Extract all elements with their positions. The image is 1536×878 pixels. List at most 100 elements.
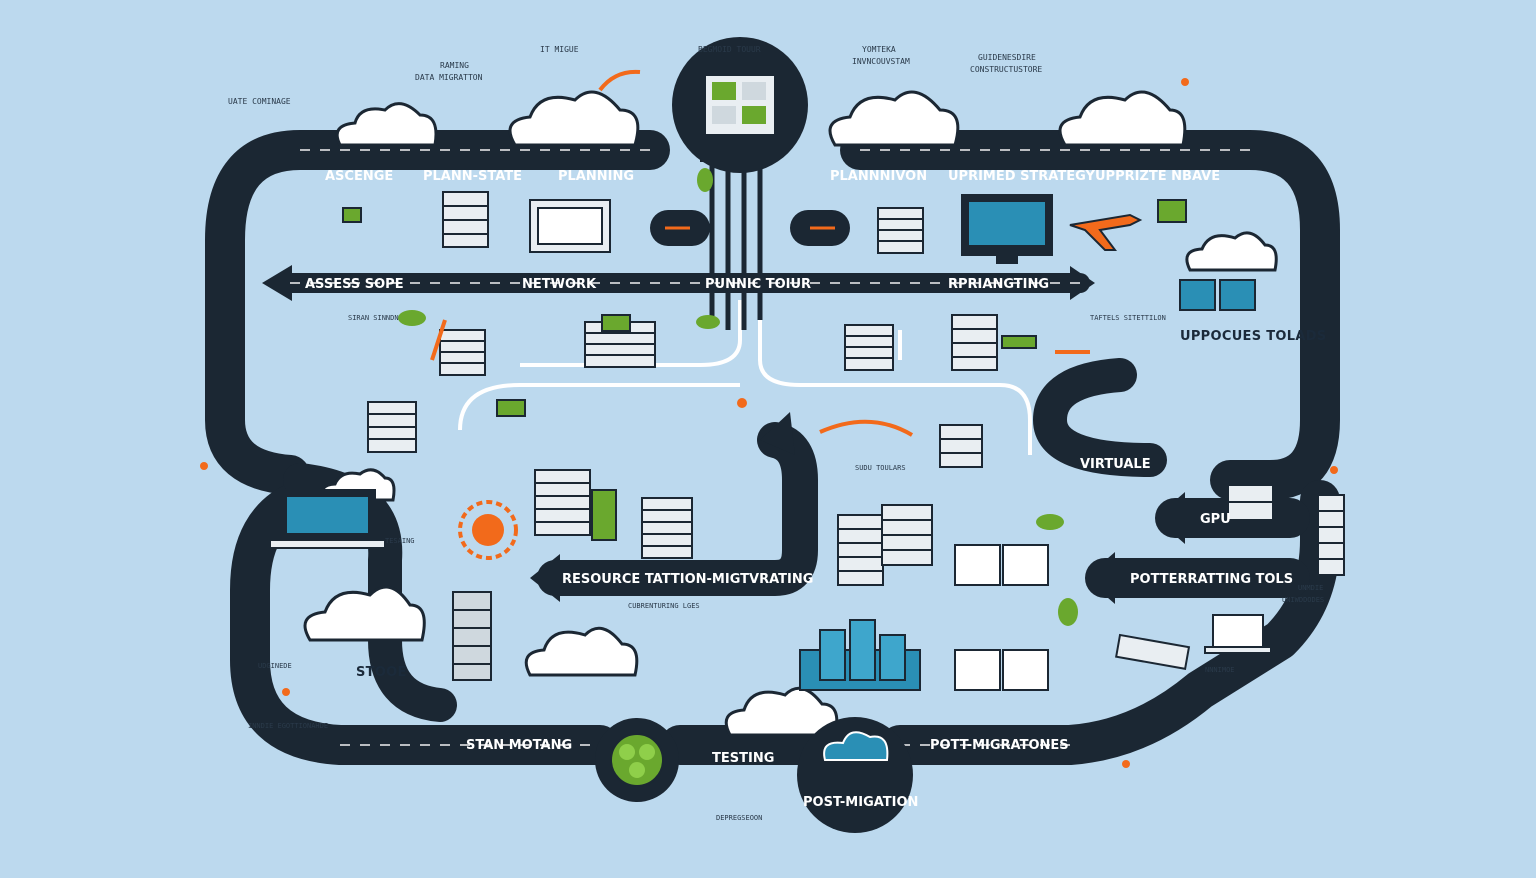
road-label-planning: PLANNING [558,169,634,184]
laptop-icon [1204,614,1272,654]
top-left-corner-label: UATE COMINAGE [228,97,291,106]
label-punnic-toiur: PUNNIC TOIUR [705,277,811,292]
monitors [269,194,1272,691]
monitor-icon [954,649,1049,691]
server-stack-icon [641,497,693,559]
server-stack-icon [939,424,983,468]
road-top-labels: ASCENGE PLANN-STATE PLANNING PLANNNIVON … [325,169,1220,184]
arrowhead-gpu [1155,492,1185,544]
monitor-icon [954,544,1049,586]
road-label-plann-state: PLANN-STATE [423,169,522,184]
label-resource-migrating: RESOURCE TATTION-MIGTVRATING [562,572,813,587]
server-stack-icon [1227,484,1274,521]
server-stack-icon [442,191,489,248]
label-assess-sope: ASSESS SOPE [305,277,404,292]
label-unmdie: UNMDIE [1298,584,1323,592]
server-stack-icon [951,314,998,371]
label-taftels: TAFTELS SITETTILON [1090,314,1166,322]
road-arrowheads [262,265,1185,604]
virtual-loop-road [1033,358,1167,477]
leaf-icons [398,168,1078,626]
top-annotations: UATE COMINAGE RAMING DATA MIGRATTON IT M… [228,45,1042,106]
cloud-icon [303,585,426,642]
label-uniwddodes: UNIWDDODES [1282,596,1324,604]
server-stack-icon [877,207,924,254]
cloud-icon [524,626,639,677]
arrow-row-labels: ASSESS SOPE NETWORK PUNNIC TOIUR RPRIANG… [305,277,1049,292]
central-hub [672,37,808,330]
label-sirran-sinndn: SIRAN SINNDN [348,314,399,322]
server-stack-icon [844,324,894,371]
keyboard-icon [1115,633,1191,670]
label-virtuale: VIRTUALE [1080,457,1151,472]
bottom-labels: STOOE STAN MOTANG TESTING POST-MIGATION … [248,584,1324,822]
top-col4-line2: INVNCOUVSTAM [852,57,910,66]
mid-dark-pills [650,210,850,246]
label-depregseoon: DEPREGSEOON [716,814,762,822]
label-post-migation: POST-MIGATION [803,795,918,810]
road-label-upprizte-nbave: UPPRIZTE NBAVE [1095,169,1220,184]
monitor-icon [961,194,1053,264]
top-col5-line1: GUIDENESDIRE [978,53,1036,62]
server-stack-icon [837,514,884,586]
top-col1-line1: RAMING [440,61,469,70]
road-label-uprimed-strategy: UPRIMED STRATEGY [948,169,1095,184]
monitor-icon [529,199,611,253]
outer-road [205,130,1340,500]
clouds [303,90,1278,737]
sun-gear-icon [458,500,518,560]
cloud-icon [724,686,839,737]
bullet-dots [200,78,1338,768]
cloud-icon [1058,90,1187,147]
label-gpu: GPU [1200,512,1231,527]
white-flow-arrows [458,300,1032,455]
arrowhead-curve [760,412,795,455]
top-col1-line2: DATA MIGRATTON [415,73,483,82]
label-nnnimoe: NNNIMOE [1205,666,1235,674]
label-uppocues-tolads: UPPOCUES TOLADS [1180,329,1326,344]
road-label-ascenge: ASCENGE [325,169,393,184]
cloud-icon [335,102,438,147]
airplane-icon [1069,213,1143,251]
label-udginede: UDGINEDE [258,662,292,670]
label-testing: TESTING [712,751,774,766]
label-rpriangting: RPRIANGTING [948,277,1049,292]
green-box-icons [342,199,1187,541]
arrowhead-resource [530,554,560,602]
label-stan-motang: STAN MOTANG [466,738,572,753]
label-tesaing: TESAING [385,537,415,545]
orange-arrow-icon [430,69,1090,437]
label-network: NETWORK [522,277,597,292]
arrowhead-right-row [1070,266,1095,300]
label-sudu-toulars: SUDU TOULARS [855,464,906,472]
server-stacks [367,191,1345,681]
label-stooe: STOOE [356,665,407,680]
road-label-plannnivon: PLANNNIVON [830,169,927,184]
cloud-icon [1185,231,1278,272]
server-stack-icon [439,329,486,376]
top-col5-line2: CONSTRUCTUSTORE [970,65,1042,74]
top-col4-line1: YOMTEKA [862,45,896,54]
arrowhead-porting [1085,552,1115,604]
laptop-icon [269,489,386,549]
top-col2-label: IT MIGUE [540,45,579,54]
server-tower-icon [452,591,492,681]
mid-labels: UPPOCUES TOLADS SIRAN SINNDN TAFTELS SIT… [348,314,1326,610]
accent-icons [200,69,1338,833]
arrowhead-left-row [262,265,292,301]
label-porting-tools: POTTERRATTING TOLS [1130,572,1293,587]
cloud-icon [508,90,640,147]
server-stack-icon [881,504,933,566]
label-inndie: INNDIE EGOTTIONAHDE [248,722,328,730]
data-center-icon [799,619,921,691]
cloud-icon [828,90,960,147]
monitor-icon [1179,279,1256,311]
label-cubrenturing: CUBRENTURING LGES [628,602,700,610]
road-dashes [290,149,1250,746]
top-col3-label: BEGMOID TOUUR [698,45,761,54]
label-post-migrations: POTT-MIGRATONES [930,738,1069,753]
server-stack-icon [534,469,591,536]
server-stack-icon [367,401,417,453]
server-rack-icon [1317,494,1345,576]
